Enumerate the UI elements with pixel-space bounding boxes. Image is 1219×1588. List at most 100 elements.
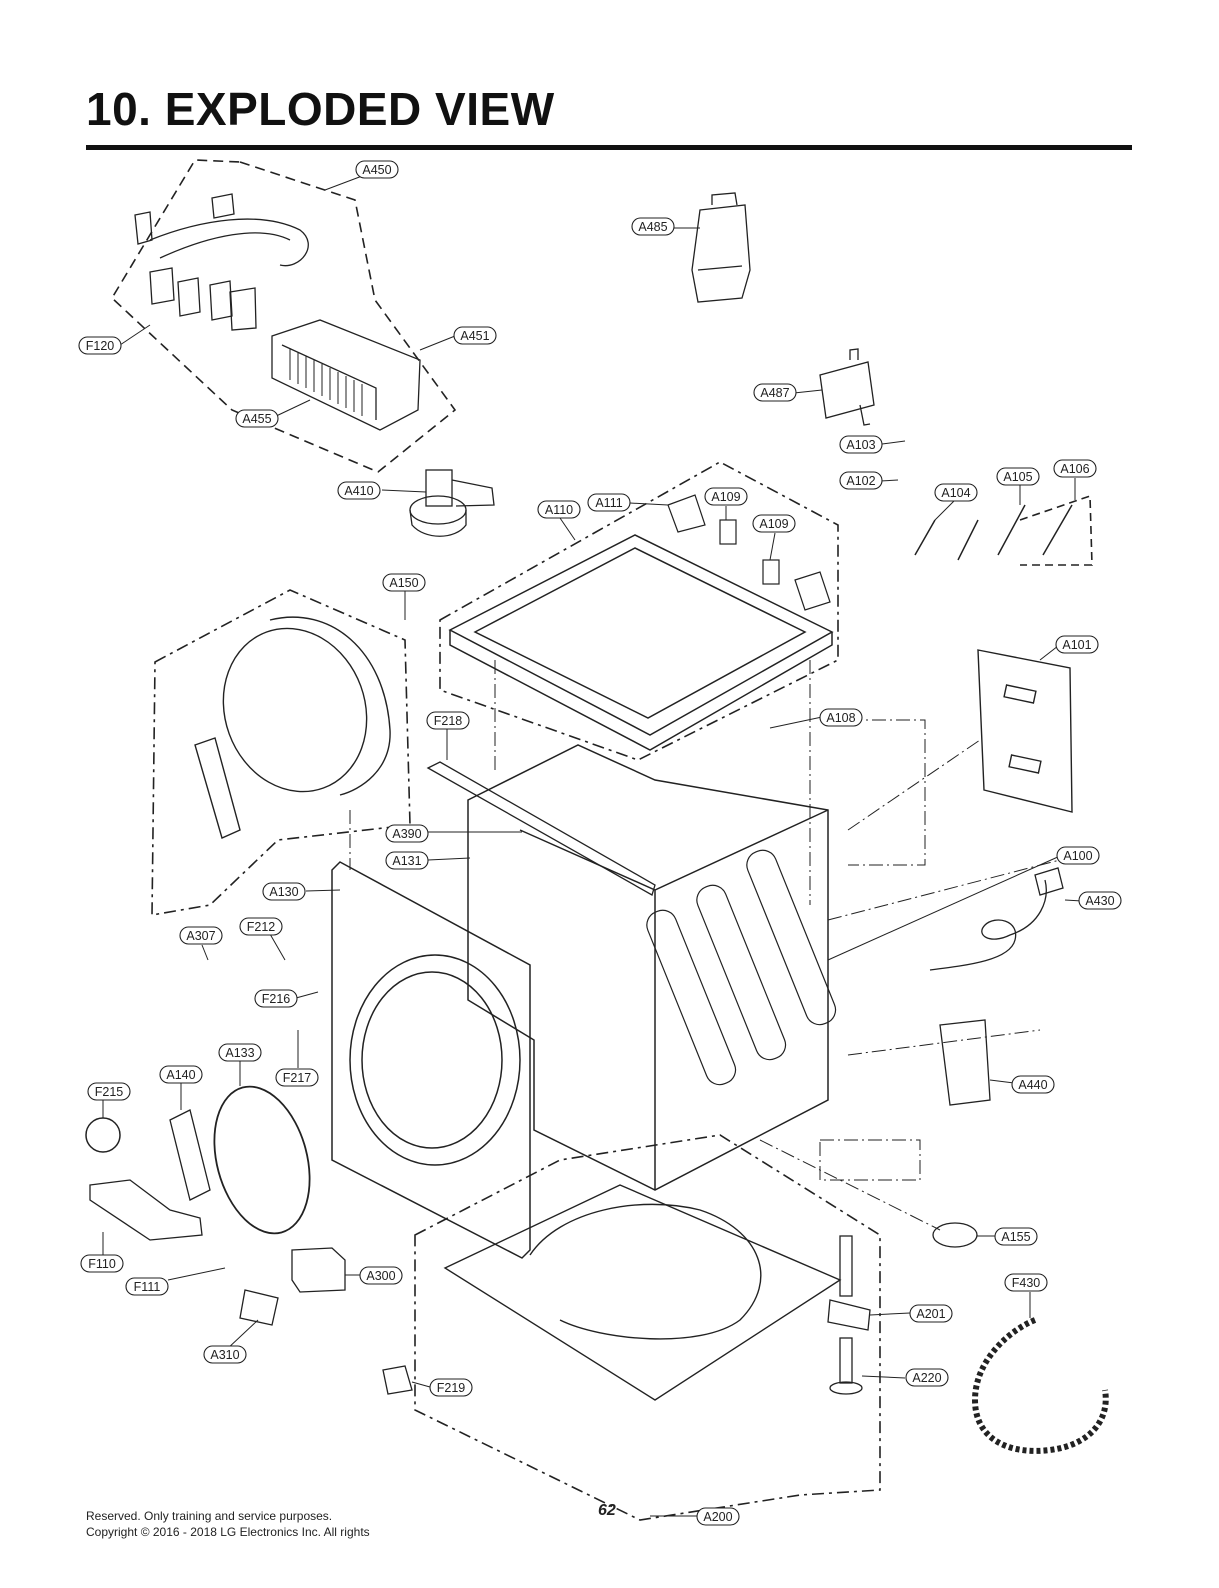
callout-label: F215 bbox=[95, 1085, 124, 1099]
a133-gasket-ring bbox=[213, 1085, 311, 1235]
callout-a100: A100 bbox=[1056, 846, 1100, 865]
f110-board bbox=[89, 1179, 203, 1241]
a455-box bbox=[271, 319, 421, 431]
callout-label: A111 bbox=[595, 496, 622, 510]
a310-cap bbox=[239, 1289, 279, 1326]
callout-label: A487 bbox=[760, 386, 789, 400]
callout-label: F217 bbox=[283, 1071, 312, 1085]
f218-strip bbox=[426, 761, 656, 896]
callout-a307: A307 bbox=[179, 926, 223, 945]
callout-f430: F430 bbox=[1004, 1273, 1048, 1292]
a111-hinges bbox=[667, 494, 831, 611]
callout-label: A105 bbox=[1003, 470, 1032, 484]
callout-label: A310 bbox=[210, 1348, 239, 1362]
callout-f120: F120 bbox=[78, 336, 122, 355]
a220-leveling-leg bbox=[827, 1235, 871, 1395]
callout-a450: A450 bbox=[355, 160, 399, 179]
callout-f110: F110 bbox=[80, 1254, 124, 1273]
callout-label: F430 bbox=[1012, 1276, 1041, 1290]
callout-a109-2: A109 bbox=[752, 514, 796, 533]
callout-f218: F218 bbox=[426, 711, 470, 730]
footer-line-1: Reserved. Only training and service purp… bbox=[86, 1509, 333, 1523]
cabinet-side-ribs bbox=[646, 849, 837, 1086]
a110-group-outline bbox=[439, 461, 839, 761]
callout-a130: A130 bbox=[262, 882, 306, 901]
callout-label: A440 bbox=[1018, 1078, 1047, 1092]
callout-a150: A150 bbox=[382, 573, 426, 592]
callout-a155: A155 bbox=[994, 1227, 1038, 1246]
callout-label: A430 bbox=[1085, 894, 1114, 908]
a200-group-outline bbox=[414, 1134, 881, 1521]
callout-f219: F219 bbox=[429, 1378, 473, 1397]
callout-a455: A455 bbox=[235, 409, 279, 428]
page-title: 10. EXPLODED VIEW bbox=[86, 83, 555, 135]
callout-label: A300 bbox=[366, 1269, 395, 1283]
footer-copyright: Reserved. Only training and service purp… bbox=[86, 1508, 370, 1540]
callout-label: F216 bbox=[262, 992, 291, 1006]
callout-a310: A310 bbox=[203, 1345, 247, 1364]
callout-label: A410 bbox=[344, 484, 373, 498]
callout-a220: A220 bbox=[905, 1368, 949, 1387]
a106-group-outline bbox=[1019, 494, 1093, 566]
a485-bracket bbox=[691, 192, 751, 303]
callout-f215: F215 bbox=[87, 1082, 131, 1101]
callout-a451: A451 bbox=[453, 326, 497, 345]
callout-label: A102 bbox=[846, 474, 875, 488]
callout-label: A109 bbox=[759, 517, 788, 531]
callout-label: A450 bbox=[362, 163, 391, 177]
callout-label: F110 bbox=[88, 1257, 116, 1271]
callout-label: F111 bbox=[134, 1280, 161, 1294]
a155-part bbox=[932, 1222, 978, 1248]
callout-a103: A103 bbox=[839, 435, 883, 454]
a200-base bbox=[443, 1184, 842, 1401]
callout-label: A106 bbox=[1060, 462, 1089, 476]
callout-label: F219 bbox=[437, 1381, 466, 1395]
callout-label: A133 bbox=[225, 1046, 254, 1060]
callout-f217: F217 bbox=[275, 1068, 319, 1087]
callout-label: A140 bbox=[166, 1068, 195, 1082]
callout-a110: A110 bbox=[537, 500, 581, 519]
callout-a108: A108 bbox=[819, 708, 863, 727]
callout-a390: A390 bbox=[385, 824, 429, 843]
callout-a440: A440 bbox=[1011, 1075, 1055, 1094]
a455-slots bbox=[289, 348, 363, 416]
callout-a131: A131 bbox=[385, 851, 429, 870]
callout-label: A130 bbox=[269, 885, 298, 899]
callout-label: A201 bbox=[916, 1307, 945, 1321]
callout-label: A100 bbox=[1063, 849, 1092, 863]
callout-a102: A102 bbox=[839, 471, 883, 490]
callout-a111: A111 bbox=[587, 493, 631, 512]
callout-label: A390 bbox=[392, 827, 421, 841]
callout-label: F218 bbox=[434, 714, 463, 728]
footer-line-2: Copyright © 2016 - 2018 LG Electronics I… bbox=[86, 1525, 370, 1539]
a150-door bbox=[194, 616, 391, 839]
callout-label: A109 bbox=[711, 490, 740, 504]
a440-noise-filter bbox=[939, 1019, 991, 1106]
title-rule bbox=[86, 145, 1132, 150]
a140-hinge bbox=[169, 1109, 211, 1201]
callout-f212: F212 bbox=[239, 917, 283, 936]
callout-label: A104 bbox=[941, 486, 970, 500]
callout-label: A150 bbox=[389, 576, 418, 590]
callout-a201: A201 bbox=[909, 1304, 953, 1323]
f430-drain-hose bbox=[971, 1317, 1109, 1454]
callout-label: A220 bbox=[912, 1371, 941, 1385]
f120-harness bbox=[134, 193, 309, 331]
a487-module bbox=[819, 348, 875, 426]
callout-label: A485 bbox=[638, 220, 667, 234]
callout-label: F212 bbox=[247, 920, 276, 934]
callout-a109: A109 bbox=[704, 487, 748, 506]
callout-a430: A430 bbox=[1078, 891, 1122, 910]
a150-group-outline bbox=[151, 589, 411, 916]
callout-label: A307 bbox=[186, 929, 215, 943]
a450-group-outline bbox=[110, 159, 457, 473]
callout-label: A101 bbox=[1062, 638, 1091, 652]
f219-clip bbox=[382, 1365, 413, 1395]
page-number: 62 bbox=[598, 1502, 616, 1519]
alignment-guides bbox=[349, 660, 1061, 1231]
callout-label: A103 bbox=[846, 438, 875, 452]
f215-knob bbox=[85, 1117, 121, 1153]
callout-a133: A133 bbox=[218, 1043, 262, 1062]
callout-label: A200 bbox=[703, 1510, 732, 1524]
